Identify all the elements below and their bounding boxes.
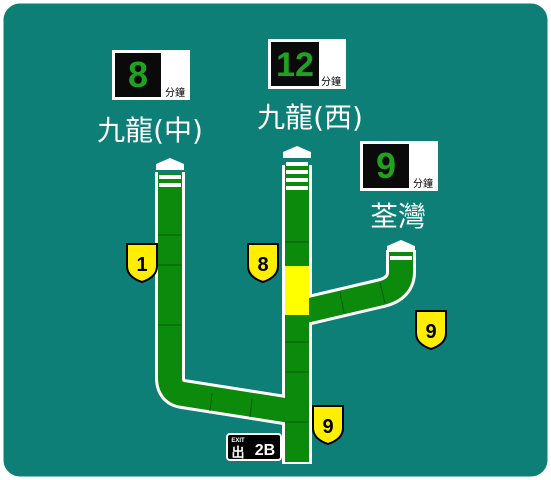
exit-char: 出 [231, 445, 244, 461]
travel-time-minutes: 12 [276, 46, 314, 84]
destination-name: 荃灣 [370, 200, 426, 233]
arrow-left [156, 158, 184, 187]
route-number: 8 [257, 254, 268, 276]
route-shield-1: 1 [126, 243, 158, 284]
route-number: 1 [136, 254, 147, 276]
road-network [155, 146, 416, 464]
travel-time-box-tsuen-wan: 9 分鐘 [360, 141, 438, 191]
road-left-branch [158, 172, 299, 424]
route-shield-9-current: 9 [312, 405, 344, 446]
route-shield-9-branch: 9 [415, 310, 447, 351]
congestion-segment [285, 266, 309, 315]
arrow-right [387, 240, 415, 260]
exit-plate: EXIT 出 2B [226, 433, 282, 461]
travel-time-minutes: 9 [376, 145, 396, 186]
travel-time-box-kowloon-central: 8 分鐘 [112, 50, 190, 100]
travel-time-unit: 分鐘 [165, 86, 185, 99]
route-number: 9 [425, 321, 436, 343]
route-number: 9 [322, 416, 333, 438]
destination-name: 九龍(西) [257, 101, 363, 134]
exit-number: 2B [255, 442, 275, 459]
arrow-center [283, 146, 311, 190]
travel-time-unit: 分鐘 [413, 177, 433, 190]
exit-tag: EXIT [231, 438, 245, 444]
travel-time-minutes: 8 [128, 54, 148, 95]
destination-name: 九龍(中) [97, 114, 203, 147]
route-shield-8: 8 [247, 243, 279, 284]
travel-time-box-kowloon-west: 12 分鐘 [268, 39, 346, 89]
travel-time-unit: 分鐘 [321, 75, 341, 88]
